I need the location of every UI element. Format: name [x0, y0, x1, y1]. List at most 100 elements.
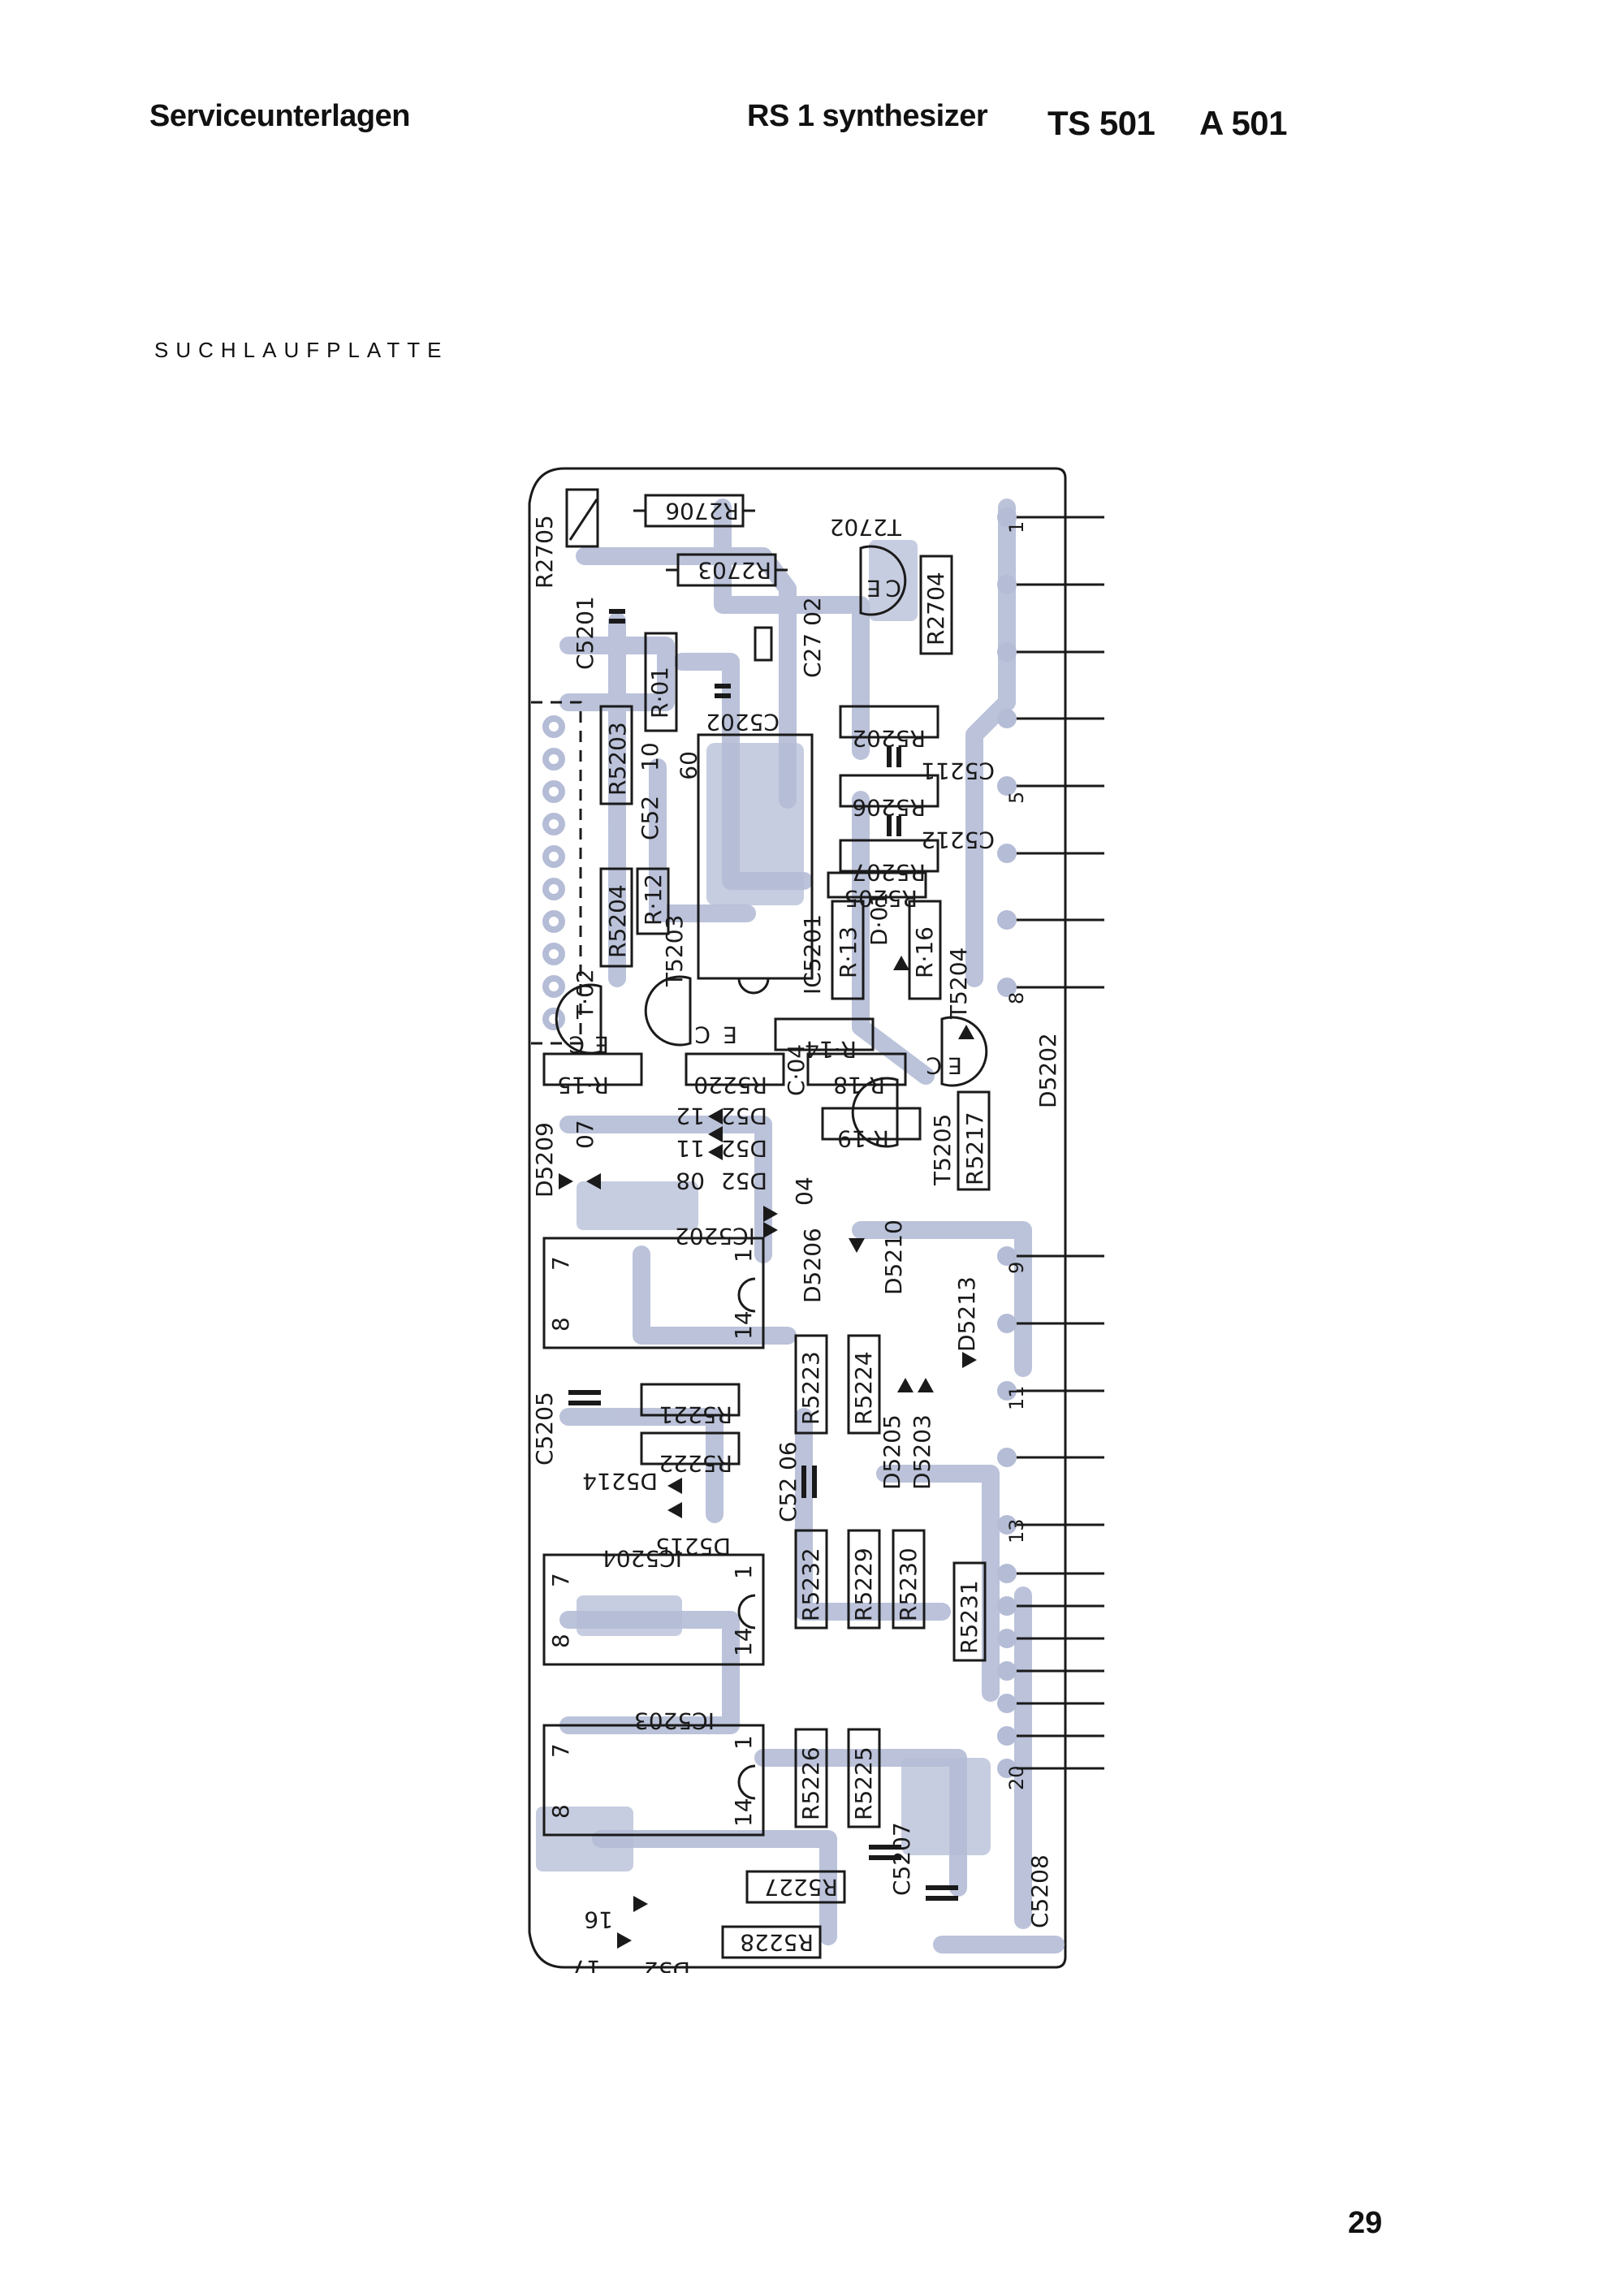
- diodes: [559, 956, 977, 1949]
- label-D11: 11: [676, 1135, 705, 1162]
- label-C52: C52: [637, 796, 663, 840]
- label-T5205: T5205: [929, 1114, 956, 1186]
- label-C5211: C5211: [921, 758, 995, 784]
- model-code-a: A 501: [1199, 104, 1288, 142]
- label-pin8a: 8: [547, 1317, 574, 1332]
- label-D52a: D52: [721, 1103, 767, 1129]
- label-C10: 10: [637, 742, 663, 771]
- pcb-layout-diagram: 1 5 8 9 11 13 20: [520, 459, 1104, 1973]
- label-C5207: C5207: [888, 1822, 915, 1896]
- label-D5214: D5214: [582, 1468, 658, 1495]
- label-D17: 17: [572, 1955, 601, 1973]
- label-D5209: D5209: [531, 1122, 558, 1198]
- label-D52d: D52: [644, 1957, 690, 1973]
- label-R5204: R5204: [604, 884, 631, 958]
- label-C3: C: [694, 1021, 710, 1048]
- label-D5213: D5213: [953, 1276, 980, 1352]
- copper-fill-areas: [536, 540, 991, 1871]
- label-pin1a: 1: [730, 1248, 757, 1263]
- page-number: 29: [1348, 2206, 1383, 2240]
- label-R2705: R2705: [531, 515, 558, 589]
- document-title: Serviceunterlagen: [149, 99, 410, 133]
- label-pin8c: 8: [547, 1804, 574, 1819]
- label-C2702: C27 02: [799, 597, 826, 678]
- label-D52b: D52: [721, 1135, 767, 1162]
- label-R5203: R5203: [604, 722, 631, 796]
- label-R5223: R5223: [797, 1351, 824, 1425]
- label-D5205: D5205: [879, 1414, 905, 1490]
- label-D5202: D5202: [1034, 1033, 1061, 1108]
- label-R5205: R5205: [844, 885, 918, 912]
- label-C5208: C5208: [1026, 1854, 1053, 1928]
- pin-label-11: 11: [1005, 1385, 1028, 1410]
- label-T2702: T2702: [830, 514, 902, 541]
- label-C5202: C5202: [706, 709, 780, 736]
- label-R5221: R5221: [659, 1401, 732, 1428]
- label-R5230: R5230: [895, 1548, 922, 1621]
- label-D01: D·01: [866, 892, 892, 946]
- label-IC5204: IC5204: [602, 1545, 682, 1572]
- label-C5205: C5205: [531, 1392, 558, 1466]
- label-pin7b: 7: [547, 1573, 574, 1587]
- component-labels: R2705 R2706 R2703 T2702 E C R2704 C5201 …: [531, 498, 1061, 1973]
- label-C4: C: [926, 1052, 942, 1079]
- label-T5203: T5203: [661, 915, 688, 987]
- label-pin8b: 8: [547, 1634, 574, 1648]
- label-R16: R·16: [911, 926, 938, 978]
- label-R5225: R5225: [850, 1746, 877, 1820]
- label-C1: C: [885, 575, 901, 602]
- label-pin1b: 1: [730, 1565, 757, 1579]
- label-R5217: R5217: [961, 1112, 988, 1185]
- label-pin14c: 14: [730, 1798, 757, 1827]
- label-D12: 12: [676, 1103, 705, 1129]
- label-pin14a: 14: [730, 1310, 757, 1340]
- label-R12: R·12: [640, 874, 667, 926]
- connector-area: [531, 701, 582, 1045]
- label-R18: R·18: [833, 1072, 885, 1099]
- label-R19: R·19: [837, 1125, 889, 1152]
- label-E3: E: [723, 1021, 737, 1048]
- edge-connector: 1 5 8 9 11 13 20: [997, 507, 1104, 1790]
- label-R2703: R2703: [698, 557, 771, 584]
- label-R5220: R5220: [693, 1072, 767, 1099]
- label-R5222: R5222: [659, 1450, 732, 1477]
- label-T5204: T5204: [945, 948, 972, 1020]
- label-D04: 04: [791, 1176, 818, 1206]
- label-R5226: R5226: [797, 1746, 824, 1820]
- label-C04: C·04: [783, 1044, 810, 1096]
- label-D52c: D52: [721, 1168, 767, 1194]
- label-C5212: C5212: [921, 827, 995, 853]
- board-title: SUCHLAUFPLATTE: [154, 338, 449, 362]
- label-IC5202: IC5202: [675, 1223, 755, 1250]
- label-C2: C: [568, 1031, 585, 1058]
- label-C09: 09: [675, 751, 702, 780]
- label-pin7a: 7: [547, 1256, 574, 1271]
- label-R5224: R5224: [850, 1351, 877, 1425]
- label-T02: T·02: [572, 969, 598, 1020]
- label-E1: E: [866, 575, 881, 602]
- label-R5231: R5231: [956, 1580, 983, 1654]
- label-R5228: R5228: [740, 1929, 814, 1956]
- label-R5202: R5202: [852, 725, 926, 752]
- label-D5210: D5210: [880, 1220, 907, 1295]
- label-C5206: C52 06: [775, 1441, 801, 1522]
- label-IC5203: IC5203: [634, 1707, 715, 1734]
- pin-label-1: 1: [1005, 521, 1028, 533]
- label-D07: 07: [572, 1120, 598, 1149]
- label-R2706: R2706: [665, 498, 739, 525]
- label-D16: 16: [584, 1906, 613, 1933]
- pin-label-8: 8: [1005, 992, 1028, 1004]
- component-bodies: [542, 488, 991, 1959]
- label-E2: E: [594, 1031, 609, 1058]
- label-E4: E: [948, 1052, 962, 1079]
- label-D5215: D5215: [655, 1533, 731, 1560]
- pin-label-20: 20: [1005, 1765, 1028, 1790]
- label-R5206: R5206: [852, 794, 926, 821]
- pin-label-5: 5: [1005, 792, 1028, 804]
- label-R5232: R5232: [797, 1548, 824, 1621]
- label-R5229: R5229: [850, 1548, 877, 1621]
- label-R13: R·13: [835, 926, 862, 978]
- label-R15: R·15: [557, 1072, 609, 1099]
- label-C5201: C5201: [572, 596, 598, 670]
- label-R5207: R5207: [852, 859, 926, 886]
